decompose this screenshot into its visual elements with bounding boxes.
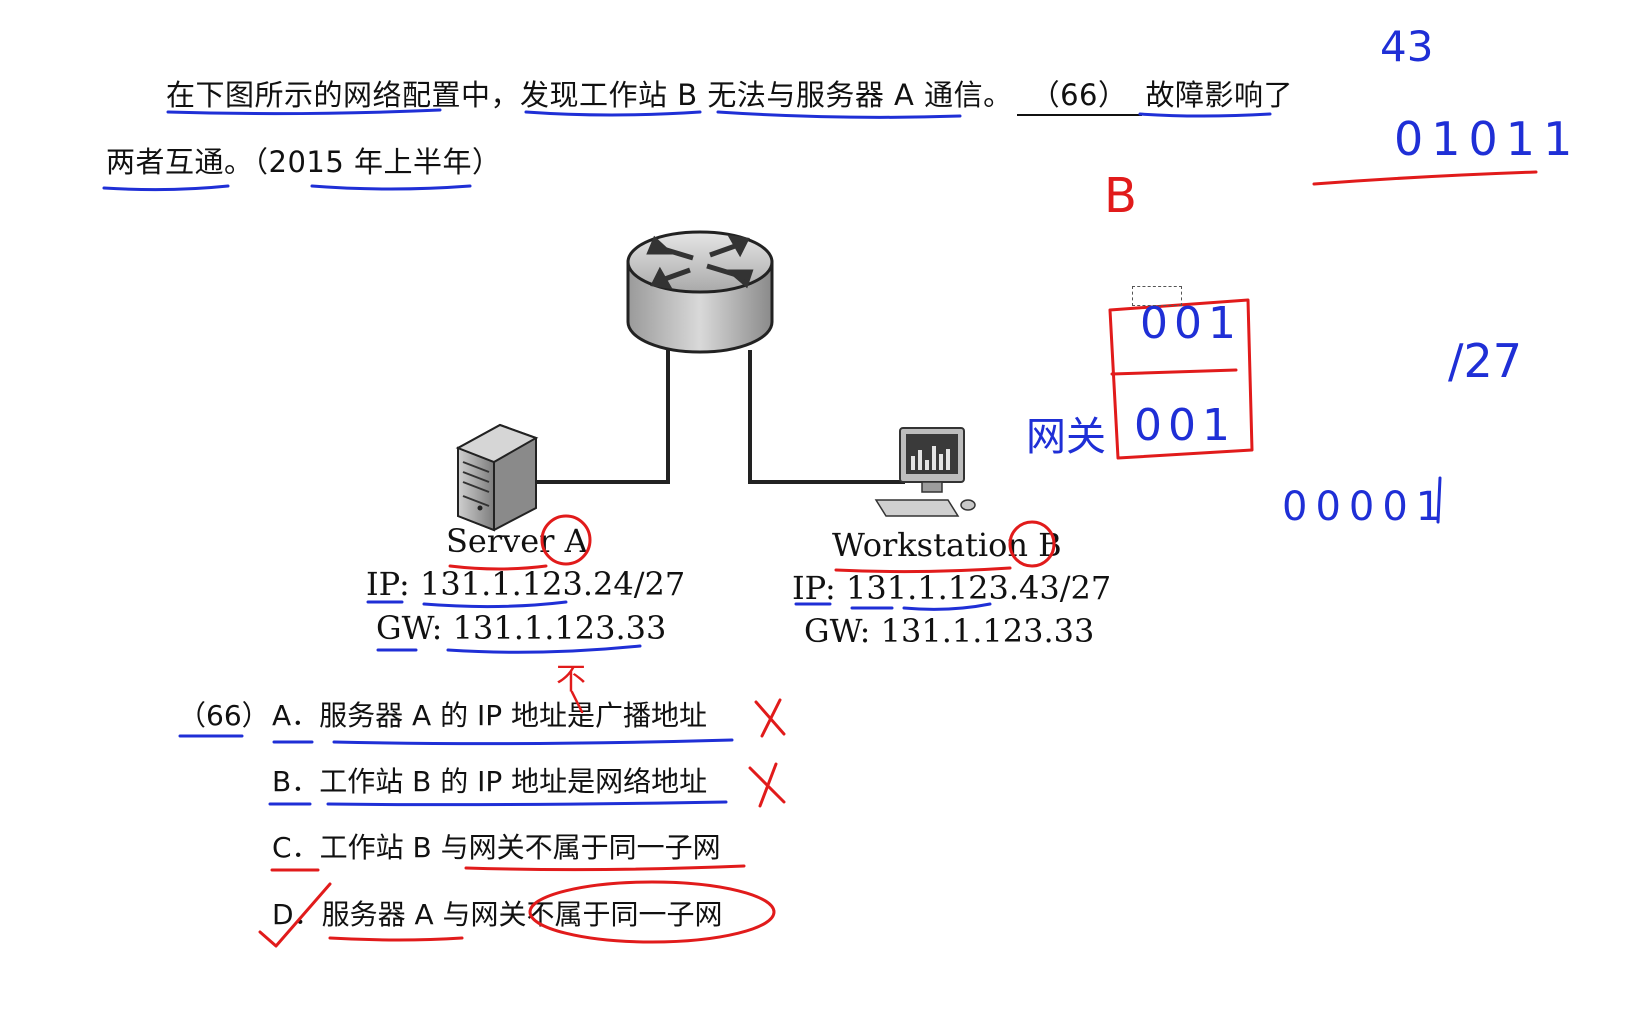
option-c: C．工作站 B 与网关不属于同一子网 (272, 826, 721, 866)
workstation-icon (874, 427, 976, 517)
server-icon (455, 423, 539, 532)
network-links (536, 350, 905, 484)
question-line-1: 在下图所示的网络配置中，发现工作站 B 无法与服务器 A 通信。（66）故障影响… (166, 72, 1293, 116)
box-bottom-bits: 001 (1134, 400, 1236, 451)
answer-blank: （66） (1016, 72, 1142, 116)
server-note: 不 (556, 662, 586, 697)
gateway-label: 网关 (1026, 414, 1106, 460)
note-43-binary: 01011 (1394, 112, 1581, 166)
router-icon (626, 230, 774, 354)
server-name: Server A (446, 522, 588, 560)
workstation-gw: GW: 131.1.123.33 (804, 612, 1095, 650)
option-text: 服务器 A 的 IP 地址是广播地址 (319, 699, 708, 732)
option-b: B．工作站 B 的 IP 地址是网络地址 (272, 760, 707, 800)
option-letter: D． (272, 898, 322, 931)
note-43: 43 (1380, 22, 1434, 71)
server-ip: IP: 131.1.123.24/27 (366, 565, 686, 603)
option-letter: A． (272, 699, 320, 732)
option-d: D．服务器 A 与网关不属于同一子网 (272, 893, 723, 933)
server-gw: GW: 131.1.123.33 (376, 609, 667, 647)
bits-row-note: 00001 (1282, 484, 1450, 530)
option-a: A．服务器 A 的 IP 地址是广播地址 (272, 694, 707, 734)
options-number: （66） (178, 699, 270, 732)
question-line-2: 两者互通。（2015 年上半年） (106, 145, 502, 179)
option-text: 服务器 A 与网关不属于同一子网 (321, 898, 723, 931)
workstation-name: Workstation B (832, 526, 1062, 564)
question-prefix: 在下图所示的网络配置中，发现工作站 B 无法与服务器 A 通信。 (166, 78, 1013, 112)
workstation-ip: IP: 131.1.123.43/27 (792, 569, 1112, 607)
option-letter: C． (272, 831, 320, 864)
option-text: 工作站 B 的 IP 地址是网络地址 (319, 765, 708, 798)
box-top-bits: 001 (1140, 298, 1242, 349)
question-suffix: 故障影响了 (1145, 78, 1294, 112)
prefix-note: /27 (1448, 334, 1523, 388)
option-text: 工作站 B 与网关不属于同一子网 (319, 831, 721, 864)
selection-rect (1132, 286, 1182, 306)
answer-mark: B (1104, 168, 1137, 224)
option-letter: B． (272, 765, 320, 798)
